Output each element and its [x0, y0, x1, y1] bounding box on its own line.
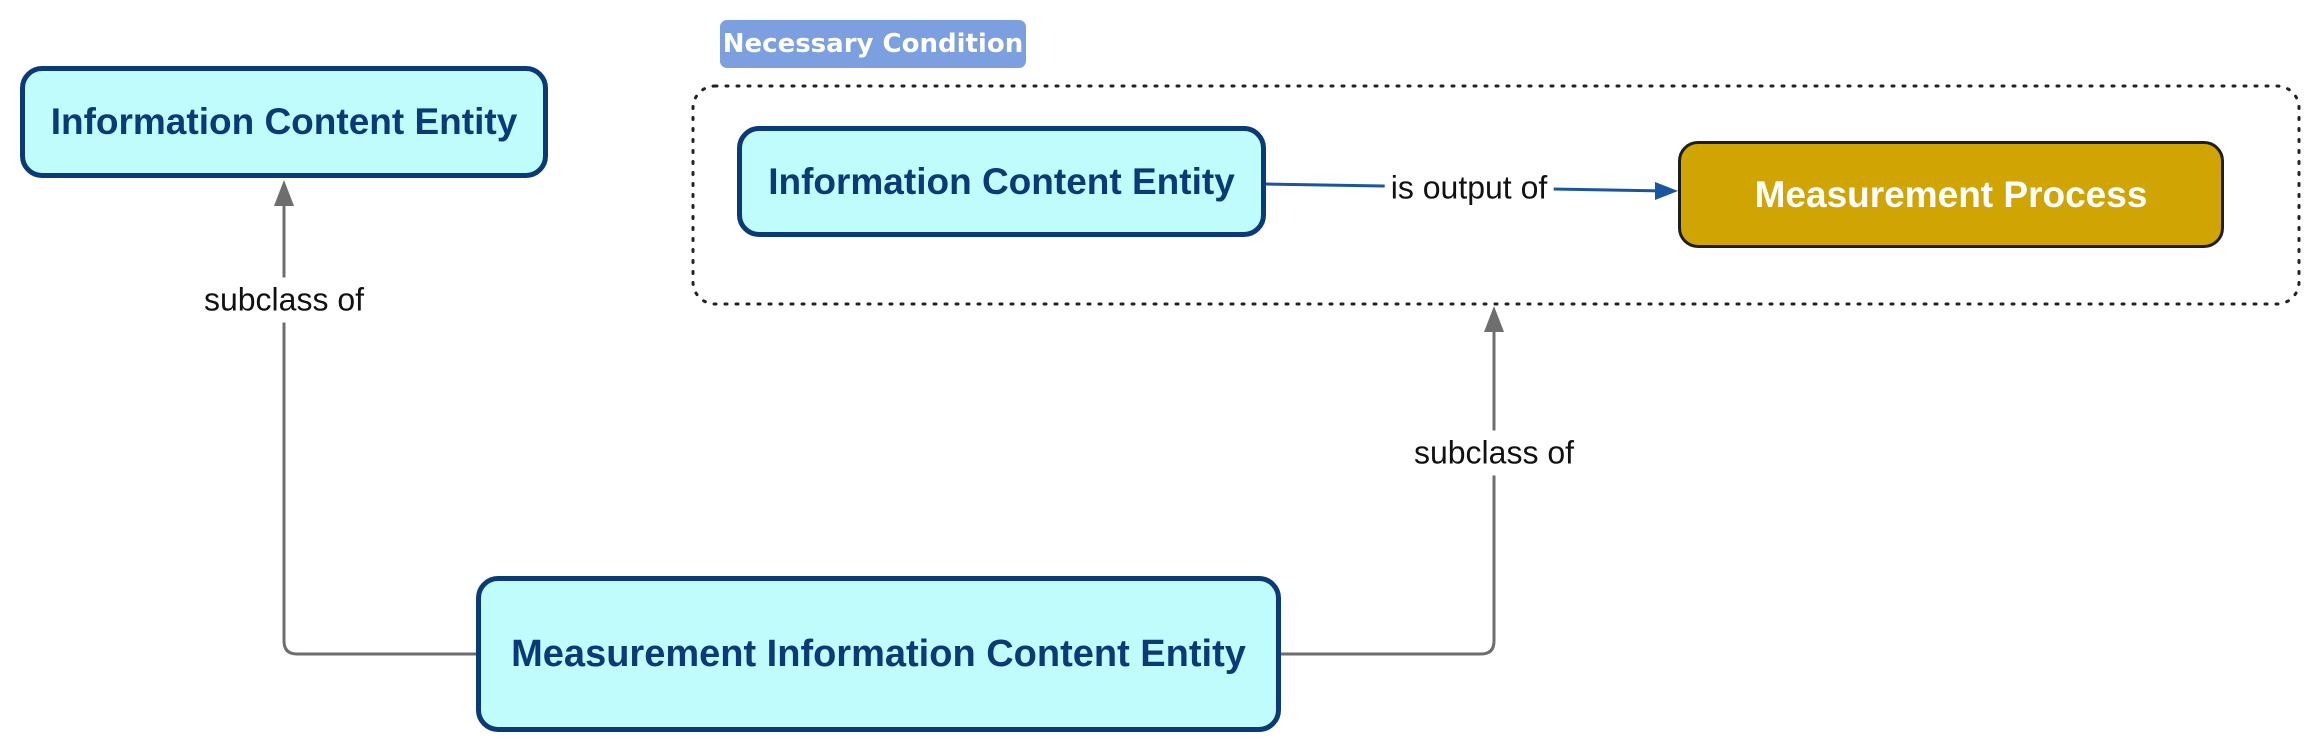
subclass-of-right-label: subclass of	[1407, 430, 1581, 476]
measurement-process-node[interactable]: Measurement Process	[1678, 141, 2224, 248]
measurement-process-label: Measurement Process	[1754, 173, 2148, 215]
subclass-of-left-arrowhead	[274, 180, 294, 206]
necessary-condition-group	[691, 84, 2301, 306]
subclass-of-right-arrowhead	[1484, 306, 1504, 332]
subclass-of-left-label: subclass of	[197, 277, 371, 323]
is-output-of-arrowhead	[1655, 182, 1678, 200]
measurement-ice-label: Measurement Information Content Entity	[511, 632, 1246, 675]
is-output-of-label: is output of	[1384, 165, 1554, 211]
ice-condition-node[interactable]: Information Content Entity	[737, 126, 1266, 237]
subclass-of-right-edge	[1281, 326, 1496, 656]
ice-top-left-label: Information Content Entity	[50, 101, 518, 142]
necessary-condition-label: Necessary Condition	[720, 20, 1026, 68]
measurement-ice-node[interactable]: Measurement Information Content Entity	[476, 576, 1281, 732]
subclass-of-left-edge	[282, 196, 476, 656]
ice-condition-label: Information Content Entity	[768, 160, 1235, 202]
ice-top-left-node[interactable]: Information Content Entity	[20, 66, 548, 178]
